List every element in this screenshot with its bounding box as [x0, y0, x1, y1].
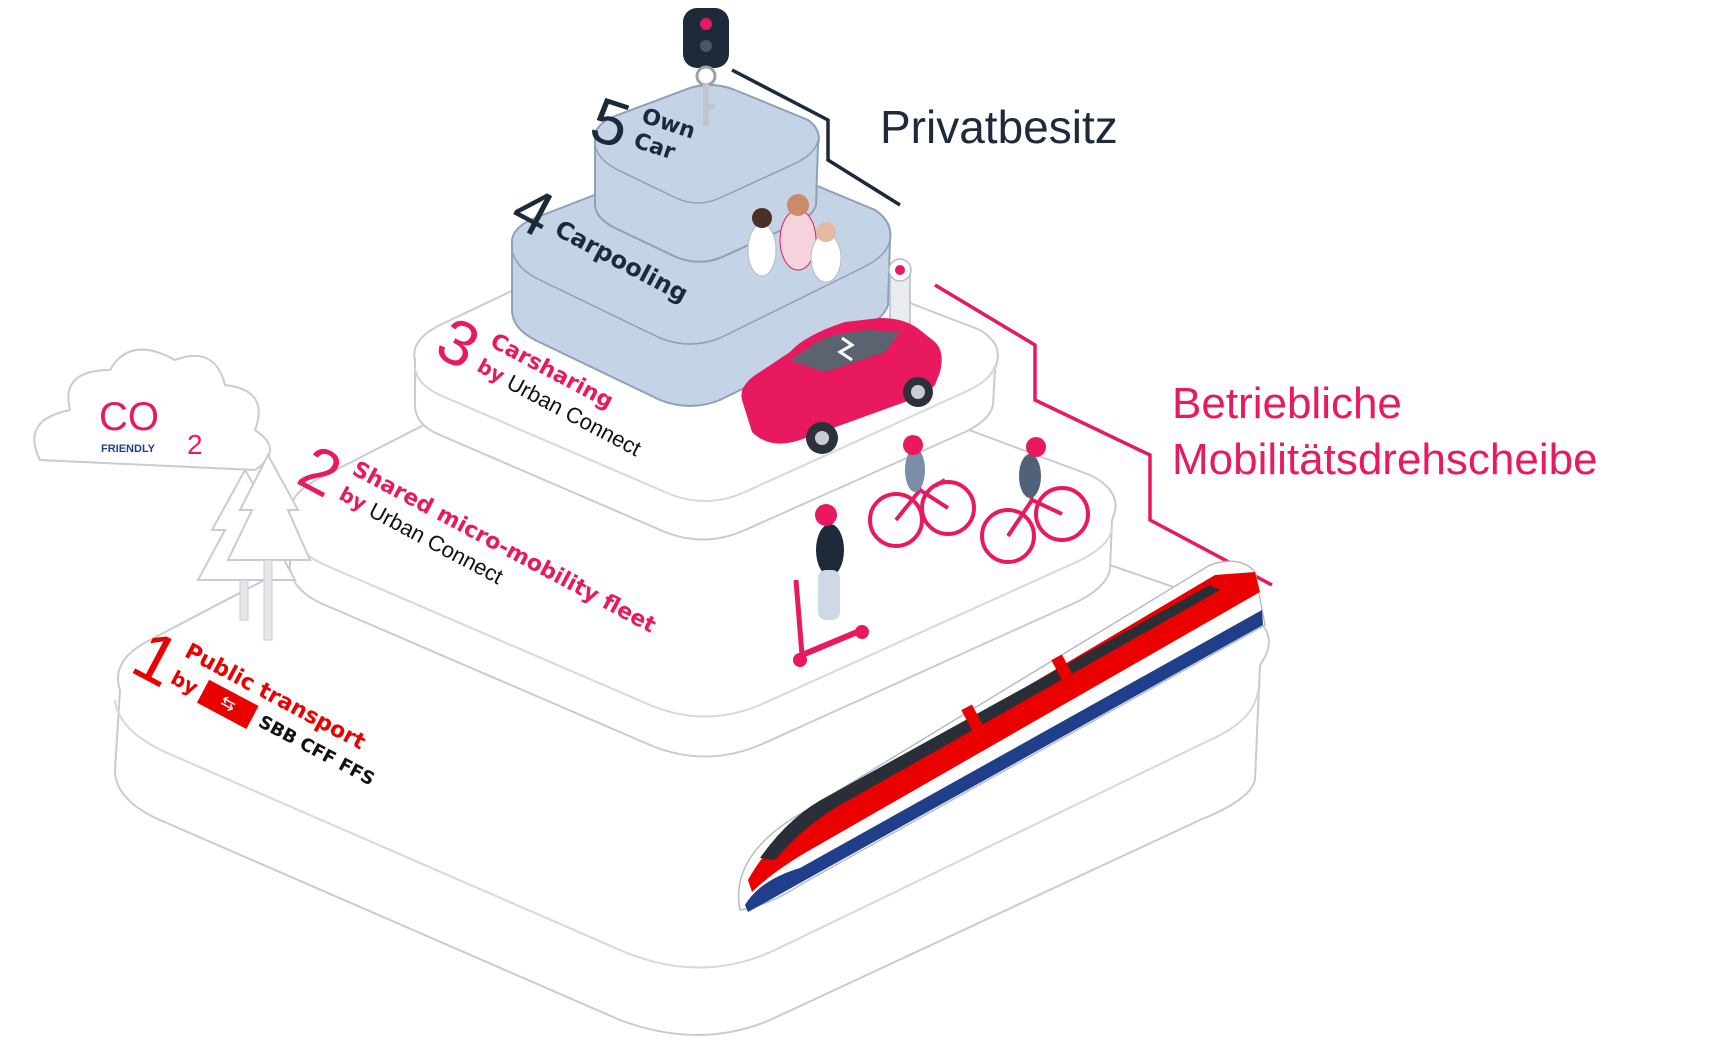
car-icon [741, 318, 942, 454]
tree-icon [226, 452, 312, 641]
cloud-icon [33, 348, 271, 472]
hub-connector-line [934, 283, 1273, 587]
scooter-icon [793, 504, 869, 667]
private-ownership-label: Privatbesitz [880, 101, 1118, 153]
mobility-hub-label-line1: Betriebliche [1172, 379, 1402, 428]
co2-friendly-badge: CO 2 FRIENDLY [95, 395, 215, 465]
mobility-hub-label-line2: Mobilitätsdrehscheibe [1172, 435, 1598, 484]
private-connector-line [731, 68, 901, 207]
train-icon [737, 560, 1266, 912]
bicycle-icon [980, 437, 1090, 564]
co2-friendly-text: FRIENDLY [101, 443, 155, 455]
people-icon [747, 194, 842, 283]
co2-subscript: 2 [187, 429, 203, 460]
mobility-hub-label: Betriebliche Mobilitätsdrehscheibe [1172, 376, 1598, 488]
bicycle-icon [868, 435, 976, 548]
co2-main-text: CO [99, 395, 159, 439]
car-key-fob-icon [683, 8, 729, 126]
